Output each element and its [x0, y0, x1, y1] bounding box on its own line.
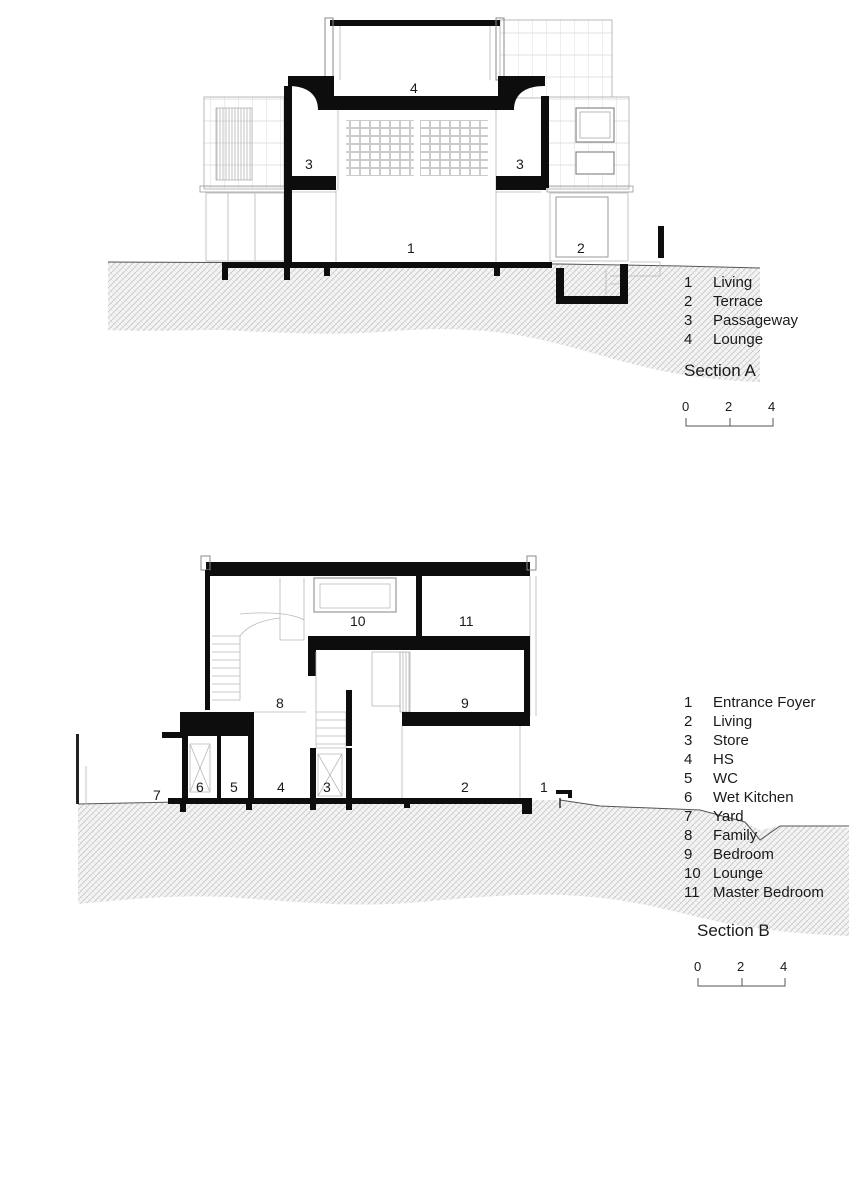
- section-a-breeze-block-right: [420, 120, 488, 176]
- section-a-legend-name-2: Terrace: [713, 293, 763, 310]
- section-a-legend-num-1: 1: [684, 274, 692, 291]
- section-b-scale-4: 4: [780, 959, 787, 974]
- section-b-legend-name-5: WC: [713, 770, 738, 787]
- section-a-label-1: 1: [407, 240, 415, 256]
- section-b-scale-0: 0: [694, 959, 701, 974]
- section-b-label-3: 3: [323, 779, 331, 795]
- section-a-scale-0: 0: [682, 399, 689, 414]
- section-b-label-6: 6: [196, 779, 204, 795]
- section-b-roof-slab: [206, 562, 530, 576]
- section-b-legend-num-11: 11: [684, 884, 700, 901]
- section-a-legend-name-1: Living: [713, 274, 752, 291]
- section-b: 10 11 8 9 7 6 5 4 3 2 1 1 Entrance Foyer…: [76, 555, 849, 987]
- section-b-legend-num-5: 5: [684, 770, 692, 787]
- section-a-left-glazing: [205, 192, 285, 262]
- section-a-breeze-block-left: [346, 120, 414, 176]
- section-a-legend-name-3: Passageway: [713, 312, 799, 329]
- section-a: 4 3 3 1 2 1 Living 2 Terrace 3 Passagewa…: [107, 17, 799, 427]
- section-b-legend-num-6: 6: [684, 789, 692, 806]
- section-b-label-2: 2: [461, 779, 469, 795]
- section-b-bedroom-slab: [402, 712, 530, 726]
- section-b-legend-num-4: 4: [684, 751, 692, 768]
- section-b-staircase: [212, 612, 305, 701]
- section-b-legend-name-11: Master Bedroom: [713, 884, 824, 901]
- section-b-legend-name-1: Entrance Foyer: [713, 694, 816, 711]
- section-a-legend: 1 Living 2 Terrace 3 Passageway 4 Lounge: [684, 274, 799, 348]
- section-a-right-upper-screen: [499, 19, 613, 99]
- section-b-grade-line: [77, 799, 849, 841]
- section-b-legend-name-10: Lounge: [713, 865, 763, 882]
- section-b-legend-num-2: 2: [684, 713, 692, 730]
- section-b-legend-num-3: 3: [684, 732, 692, 749]
- section-a-floor-slab: [222, 262, 552, 268]
- section-b-legend-name-8: Family: [713, 827, 758, 844]
- section-a-label-3-right: 3: [516, 156, 524, 172]
- section-b-legend-num-9: 9: [684, 846, 692, 863]
- section-b-legend-num-8: 8: [684, 827, 692, 844]
- section-b-label-1: 1: [540, 779, 548, 795]
- section-b-legend-num-10: 10: [684, 865, 701, 882]
- section-a-label-3-left: 3: [305, 156, 313, 172]
- section-b-legend-num-7: 7: [684, 808, 692, 825]
- section-b-legend-name-7: Yard: [713, 808, 744, 825]
- section-b-title: Section B: [697, 921, 770, 940]
- section-b-legend-name-2: Living: [713, 713, 752, 730]
- section-b-label-11: 11: [459, 613, 474, 629]
- section-b-label-4: 4: [277, 779, 285, 795]
- section-a-legend-num-2: 2: [684, 293, 692, 310]
- section-a-legend-num-3: 3: [684, 312, 692, 329]
- section-b-legend: 1 Entrance Foyer 2 Living 3 Store 4 HS 5…: [684, 694, 824, 901]
- section-a-scale-2: 2: [725, 399, 732, 414]
- section-b-legend-name-9: Bedroom: [713, 846, 774, 863]
- section-a-lounge-box: [324, 17, 505, 110]
- section-a-right-glazing: [549, 192, 629, 262]
- section-a-scale-bar: 0 2 4: [682, 399, 775, 427]
- section-b-upper-slab: [308, 636, 530, 650]
- section-a-scale-4: 4: [768, 399, 775, 414]
- section-a-terrace-pit: [556, 264, 628, 304]
- section-b-label-5: 5: [230, 779, 238, 795]
- section-b-label-7: 7: [153, 787, 161, 803]
- section-b-ground: [78, 800, 849, 936]
- section-b-legend-name-3: Store: [713, 732, 749, 749]
- section-b-legend-name-4: HS: [713, 751, 734, 768]
- section-b-label-9: 9: [461, 695, 469, 711]
- section-b-legend-num-1: 1: [684, 694, 692, 711]
- section-a-title: Section A: [684, 361, 756, 380]
- section-b-label-8: 8: [276, 695, 284, 711]
- section-b-legend-name-6: Wet Kitchen: [713, 789, 794, 806]
- section-b-scale-2: 2: [737, 959, 744, 974]
- section-a-label-4: 4: [410, 80, 418, 96]
- section-a-legend-num-4: 4: [684, 331, 692, 348]
- section-a-label-2: 2: [577, 240, 585, 256]
- section-a-legend-name-4: Lounge: [713, 331, 763, 348]
- section-b-scale-bar: 0 2 4: [694, 959, 787, 987]
- section-b-label-10: 10: [350, 613, 366, 629]
- section-a-ground: [108, 262, 760, 382]
